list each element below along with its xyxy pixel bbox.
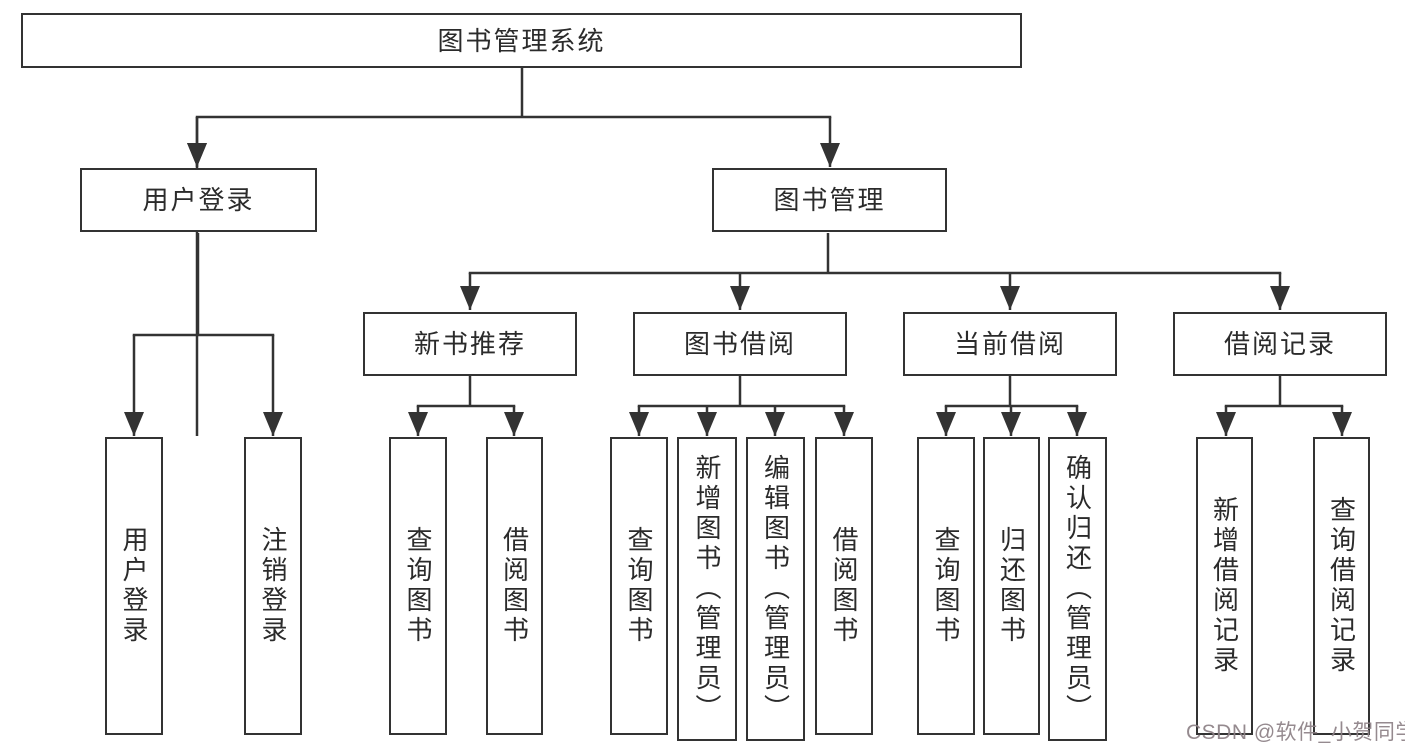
- leaf-add-books-admin: 新增图书（管理员）: [677, 437, 737, 741]
- node-book-borrow: 图书借阅: [633, 312, 847, 376]
- leaf-borrow-books-recommend: 借阅图书: [486, 437, 543, 735]
- leaf-logout: 注销登录: [244, 437, 302, 735]
- node-current-borrow: 当前借阅: [903, 312, 1117, 376]
- leaf-borrow-books-recommend-label: 借阅图书: [499, 526, 530, 646]
- node-root: 图书管理系统: [21, 13, 1022, 68]
- leaf-user-login-label: 用户登录: [119, 526, 149, 646]
- leaf-query-books-current: 查询图书: [917, 437, 975, 735]
- node-user-login: 用户登录: [80, 168, 317, 232]
- leaf-edit-books-admin-label: 编辑图书（管理员）: [760, 454, 791, 724]
- watermark: CSDN @软件_小贺同学: [1186, 721, 1405, 744]
- node-new-book-recommend-label: 新书推荐: [413, 329, 526, 359]
- node-new-book-recommend: 新书推荐: [363, 312, 577, 376]
- node-book-borrow-label: 图书借阅: [683, 329, 796, 359]
- node-root-label: 图书管理系统: [437, 25, 606, 56]
- leaf-return-books: 归还图书: [983, 437, 1040, 735]
- leaf-query-borrow-record: 查询借阅记录: [1313, 437, 1370, 735]
- leaf-query-books-current-label: 查询图书: [931, 526, 961, 646]
- leaf-return-books-label: 归还图书: [996, 526, 1027, 646]
- leaf-add-borrow-record-label: 新增借阅记录: [1209, 496, 1240, 676]
- leaf-borrow-books-borrow: 借阅图书: [815, 437, 873, 735]
- leaf-query-borrow-record-label: 查询借阅记录: [1326, 496, 1357, 676]
- leaf-query-books-recommend-label: 查询图书: [403, 526, 433, 646]
- node-borrow-records-label: 借阅记录: [1223, 329, 1336, 359]
- leaf-add-borrow-record: 新增借阅记录: [1196, 437, 1253, 735]
- leaf-user-login: 用户登录: [105, 437, 163, 735]
- leaf-add-books-admin-label: 新增图书（管理员）: [692, 454, 722, 724]
- leaf-query-books-borrow-label: 查询图书: [624, 526, 654, 646]
- node-current-borrow-label: 当前借阅: [953, 329, 1066, 359]
- node-user-login-label: 用户登录: [142, 185, 255, 215]
- node-borrow-records: 借阅记录: [1173, 312, 1387, 376]
- leaf-query-books-borrow: 查询图书: [610, 437, 668, 735]
- leaf-borrow-books-borrow-label: 借阅图书: [829, 526, 859, 646]
- leaf-confirm-return-admin-label: 确认归还（管理员）: [1062, 454, 1093, 724]
- leaf-logout-label: 注销登录: [258, 526, 288, 646]
- leaf-edit-books-admin: 编辑图书（管理员）: [746, 437, 805, 741]
- node-book-management: 图书管理: [712, 168, 947, 232]
- leaf-query-books-recommend: 查询图书: [389, 437, 447, 735]
- leaf-confirm-return-admin: 确认归还（管理员）: [1048, 437, 1107, 741]
- node-book-management-label: 图书管理: [773, 185, 886, 215]
